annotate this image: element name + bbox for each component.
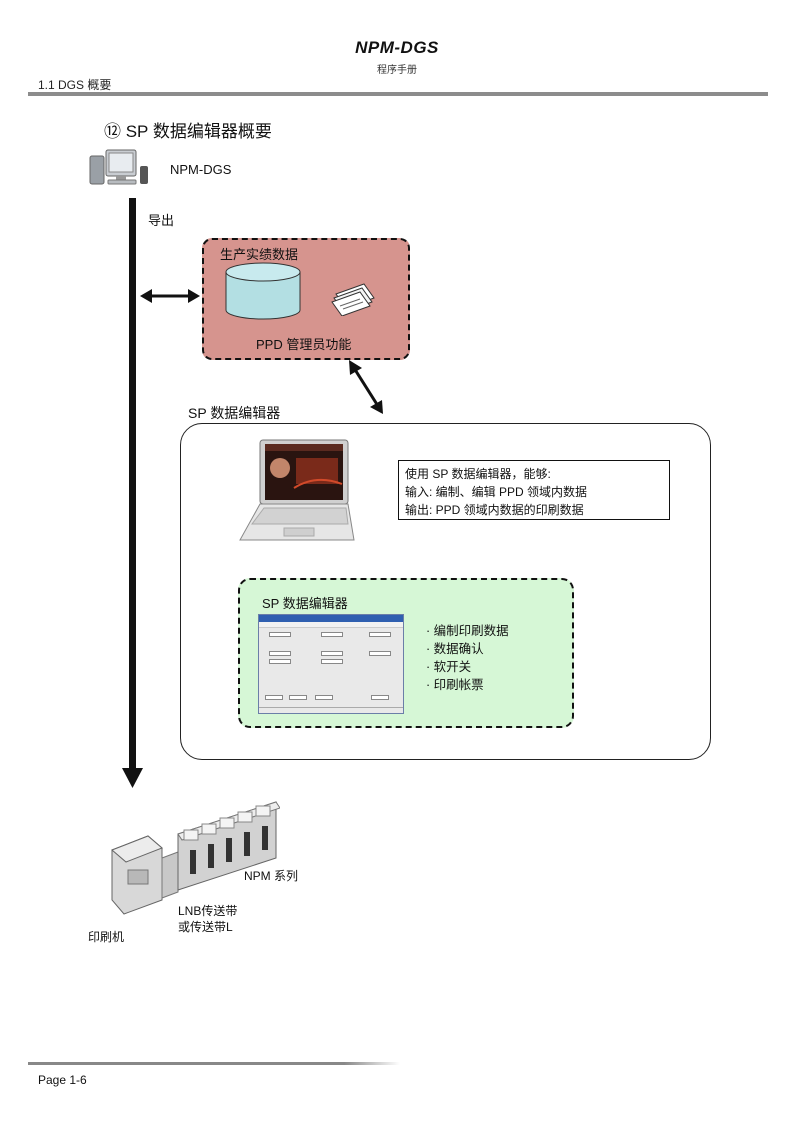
sp-editor-window-label: SP 数据编辑器 <box>262 596 348 611</box>
sp-editor-screenshot <box>258 614 404 714</box>
feature-item: · 编制印刷数据 <box>426 624 509 638</box>
window-menubar <box>259 622 403 628</box>
page-title: ⑫ SP 数据编辑器概要 <box>104 122 272 141</box>
conveyor-label: 或传送带L <box>178 920 233 934</box>
status-divider <box>259 707 403 708</box>
database-icon <box>225 262 301 320</box>
sp-editor-label: SP 数据编辑器 <box>188 405 281 421</box>
printer-label: 印刷机 <box>88 930 125 944</box>
bidirectional-diagonal-arrow-icon <box>349 360 383 414</box>
description-line: 输入: 编制、编辑 PPD 领域内数据 <box>405 485 588 499</box>
ppd-box-title: 生产实绩数据 <box>220 247 299 262</box>
workflow-step <box>321 651 343 656</box>
document-title: NPM-DGS <box>355 38 439 57</box>
workflow-step <box>269 659 291 664</box>
page-number: Page 1-6 <box>38 1073 87 1087</box>
header-divider <box>28 92 768 96</box>
bidirectional-arrow-icon <box>140 289 200 303</box>
export-flow-arrow <box>122 198 143 788</box>
npm-series-label: NPM 系列 <box>244 869 299 883</box>
ppd-box-caption: PPD 管理员功能 <box>256 337 352 352</box>
sp-editor-panel <box>180 423 711 760</box>
toolbar-button <box>315 695 333 700</box>
description-line: 输出: PPD 领域内数据的印刷数据 <box>405 503 584 517</box>
laptop-icon <box>239 439 355 541</box>
workflow-step <box>269 651 291 656</box>
ppd-manager-panel: 生产实绩数据 PPD 管理员功能 <box>202 238 410 360</box>
description-line: 使用 SP 数据编辑器，能够: <box>405 467 551 481</box>
documents-icon <box>331 283 375 316</box>
computer-label: NPM-DGS <box>170 162 232 177</box>
workflow-step <box>321 632 343 637</box>
conveyor-label: LNB传送带 <box>178 904 238 918</box>
window-titlebar <box>259 615 403 622</box>
workflow-step <box>269 632 291 637</box>
feature-item: · 印刷帐票 <box>426 678 484 692</box>
feature-list: · 编制印刷数据 · 数据确认 · 软开关 · 印刷帐票 <box>426 622 509 694</box>
footer-divider <box>28 1062 400 1065</box>
toolbar-button <box>371 695 389 700</box>
workflow-step <box>369 651 391 656</box>
workflow-step <box>369 632 391 637</box>
toolbar-button <box>265 695 283 700</box>
document-subtitle: 程序手册 <box>377 65 417 76</box>
section-heading: 1.1 DGS 概要 <box>38 78 112 92</box>
export-label: 导出 <box>148 213 175 228</box>
feature-item: · 软开关 <box>426 660 472 674</box>
desktop-computer-icon <box>89 149 148 185</box>
workflow-step <box>321 659 343 664</box>
feature-item: · 数据确认 <box>426 642 484 656</box>
toolbar-button <box>289 695 307 700</box>
editor-description-box: 使用 SP 数据编辑器，能够: 输入: 编制、编辑 PPD 领域内数据 输出: … <box>398 460 670 520</box>
production-line-machines-icon <box>111 801 280 915</box>
